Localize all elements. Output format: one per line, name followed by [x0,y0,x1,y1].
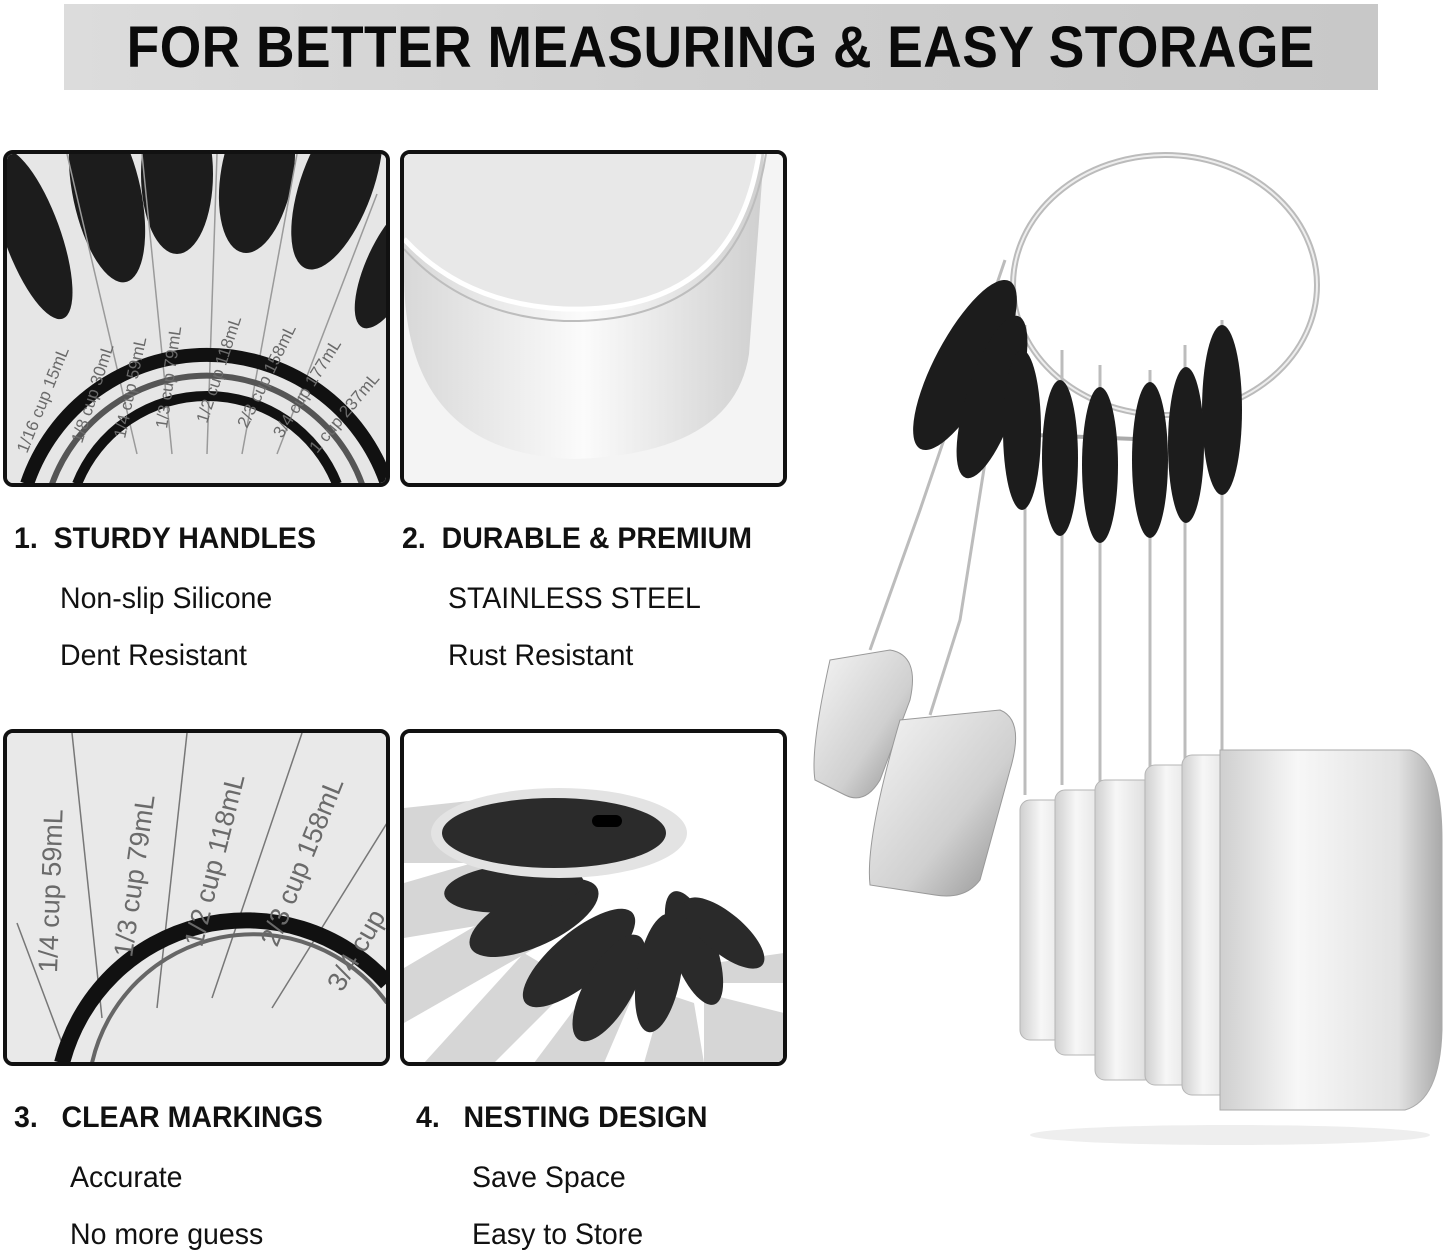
feature-title: STURDY HANDLES [53,522,316,555]
feature-line: Non-slip Silicone [60,582,273,615]
feature-line: Accurate [70,1161,183,1194]
feature-number: 1. [14,522,38,555]
feature-title: NESTING DESIGN [463,1101,708,1134]
panel-sturdy-handles-image: 1/16 cup 15mL 1/8 cup 30mL 1/4 cup 59mL … [3,150,390,487]
feature-line: Dent Resistant [60,639,247,672]
panel-clear-markings-image: 1/4 cup 59mL 1/3 cup 79mL 1/2 cup 118mL … [3,729,390,1066]
product-measuring-cups-image [810,140,1445,1150]
feature-line: Rust Resistant [448,639,634,672]
feature-line: Save Space [472,1161,626,1194]
feature-line: Easy to Store [472,1218,644,1251]
feature-nesting-design: 4. NESTING DESIGN Save Space Easy to Sto… [416,1101,723,1251]
svg-text:1/4 cup 59mL: 1/4 cup 59mL [33,809,69,974]
panel-stainless-steel-image [400,150,787,487]
feature-number: 2. [402,522,426,555]
feature-number: 3. [14,1101,38,1134]
feature-line: No more guess [70,1218,264,1251]
feature-number: 4. [416,1101,440,1134]
feature-title: DURABLE & PREMIUM [441,522,752,555]
feature-sturdy-handles: 1. STURDY HANDLES Non-slip Silicone Dent… [14,522,332,672]
feature-clear-markings: 3. CLEAR MARKINGS Accurate No more guess [14,1101,339,1251]
feature-durable-premium: 2. DURABLE & PREMIUM STAINLESS STEEL Rus… [402,522,770,672]
panel-nesting-design-image [400,729,787,1066]
header-banner: FOR BETTER MEASURING & EASY STORAGE [64,4,1378,90]
banner-title: FOR BETTER MEASURING & EASY STORAGE [126,14,1316,80]
feature-line: STAINLESS STEEL [448,582,701,615]
feature-title: CLEAR MARKINGS [61,1101,323,1134]
